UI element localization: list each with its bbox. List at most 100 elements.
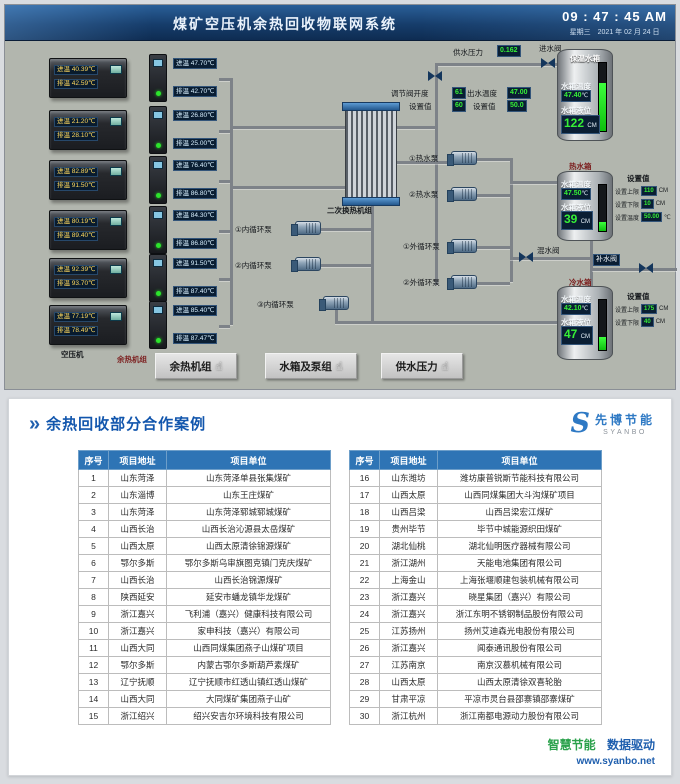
slogan-blue: 数据驱动 <box>606 738 655 752</box>
btn-heat-units[interactable]: 余热机组☝ <box>155 353 237 379</box>
pump-label: ②内循环泵 <box>235 261 272 270</box>
pipe <box>435 63 438 285</box>
pipe <box>219 78 230 81</box>
pump-motor-icon[interactable] <box>447 275 477 290</box>
tank-temp-label: 水箱温度 <box>561 180 591 189</box>
controller-outlet-temp: 排温 86.80℃ <box>173 188 218 199</box>
outlet-temp-reading: 排温 89.40℃ <box>54 231 99 241</box>
outlet-temp-value: 47.00 <box>507 87 531 99</box>
setpoint-value: 40 <box>641 317 654 327</box>
unit-text: CM <box>655 201 666 207</box>
regulating-valve-icon[interactable] <box>428 71 442 81</box>
table-cell: 28 <box>349 673 380 691</box>
tank-level-gauge <box>598 62 607 132</box>
pipe <box>371 199 374 321</box>
unit-text: ℃ <box>581 93 589 99</box>
controller-screen <box>153 306 163 314</box>
pump-motor-icon[interactable] <box>291 221 321 236</box>
controller-panel[interactable] <box>149 301 167 349</box>
pipe <box>397 161 451 164</box>
pump-motor-icon[interactable] <box>447 187 477 202</box>
unit-text: CM <box>580 219 591 225</box>
unit-text: CM <box>580 334 591 340</box>
pump-label: ②热水泵 <box>409 190 439 199</box>
compressor-label: 空压机 <box>61 350 84 359</box>
table-header-row: 序号 项目地址 项目单位 <box>349 450 602 470</box>
table-cell: 山东潍坊 <box>379 469 438 487</box>
pump-motor-icon[interactable] <box>447 239 477 254</box>
table-cell: 山东王庄煤矿 <box>166 486 331 504</box>
table-cell: 山西太原清徐双喜轮胎 <box>437 673 602 691</box>
mix-valve-icon[interactable] <box>519 252 533 262</box>
hand-cursor-icon: ☝ <box>215 360 223 373</box>
table-cell: 13 <box>78 673 109 691</box>
setpoint-value: 110 <box>641 186 657 196</box>
controller-panel[interactable] <box>149 106 167 154</box>
table-cell: 浙江东明不锈钢制品股份有限公司 <box>437 605 602 623</box>
table-cell: 8 <box>78 588 109 606</box>
table-cell: 浙江嘉兴 <box>379 639 438 657</box>
tank-temp-value: 42.10℃ <box>561 303 592 315</box>
valve-opening-label: 调节阀开度 <box>391 89 429 98</box>
btn-tanks-pumps[interactable]: 水箱及泵组☝ <box>265 353 357 379</box>
controller-panel[interactable] <box>149 206 167 254</box>
outlet-temp-setpoint: 50.0 <box>507 100 527 112</box>
pipe <box>477 194 510 197</box>
table-cell: 20 <box>349 537 380 555</box>
table-cell: 浙江湖州 <box>379 554 438 572</box>
table-cell: 18 <box>349 503 380 521</box>
table-cell: 25 <box>349 622 380 640</box>
pipe <box>219 278 230 281</box>
btn-supply-pressure[interactable]: 供水压力☝ <box>381 353 463 379</box>
controller-panel[interactable] <box>149 54 167 102</box>
tank-temp-value: 47.50℃ <box>561 188 592 200</box>
table-cell: 27 <box>349 656 380 674</box>
controller-panel[interactable] <box>149 156 167 204</box>
table-header-row: 序号 项目地址 项目单位 <box>78 450 331 470</box>
pipe <box>510 158 513 282</box>
table-cell: 浙江嘉兴 <box>108 622 167 640</box>
pump-motor-icon[interactable] <box>291 257 321 272</box>
table-cell: 浙江南都电源动力股份有限公司 <box>437 707 602 725</box>
controller-outlet-temp: 排温 87.40℃ <box>173 286 218 297</box>
machine-screen <box>110 65 122 74</box>
tank-temp-value: 47.40℃ <box>561 90 592 102</box>
controller-outlet-temp: 排温 87.47℃ <box>173 333 218 344</box>
controller-panel[interactable] <box>149 254 167 302</box>
inlet-valve-icon[interactable] <box>541 58 555 68</box>
heat-exchanger[interactable] <box>342 102 400 206</box>
table-cell: 山东菏泽单县张集煤矿 <box>166 469 331 487</box>
pump-motor-icon[interactable] <box>319 296 349 311</box>
table-cell: 24 <box>349 605 380 623</box>
pump-label: ①内循环泵 <box>235 225 272 234</box>
table-cell: 1 <box>78 469 109 487</box>
setpoint-title: 设置值 <box>627 292 650 301</box>
website-url[interactable]: www.syanbo.net <box>576 756 655 767</box>
pump-motor-icon[interactable] <box>447 151 477 166</box>
makeup-valve-icon[interactable] <box>639 263 653 273</box>
table-cell: 22 <box>349 571 380 589</box>
